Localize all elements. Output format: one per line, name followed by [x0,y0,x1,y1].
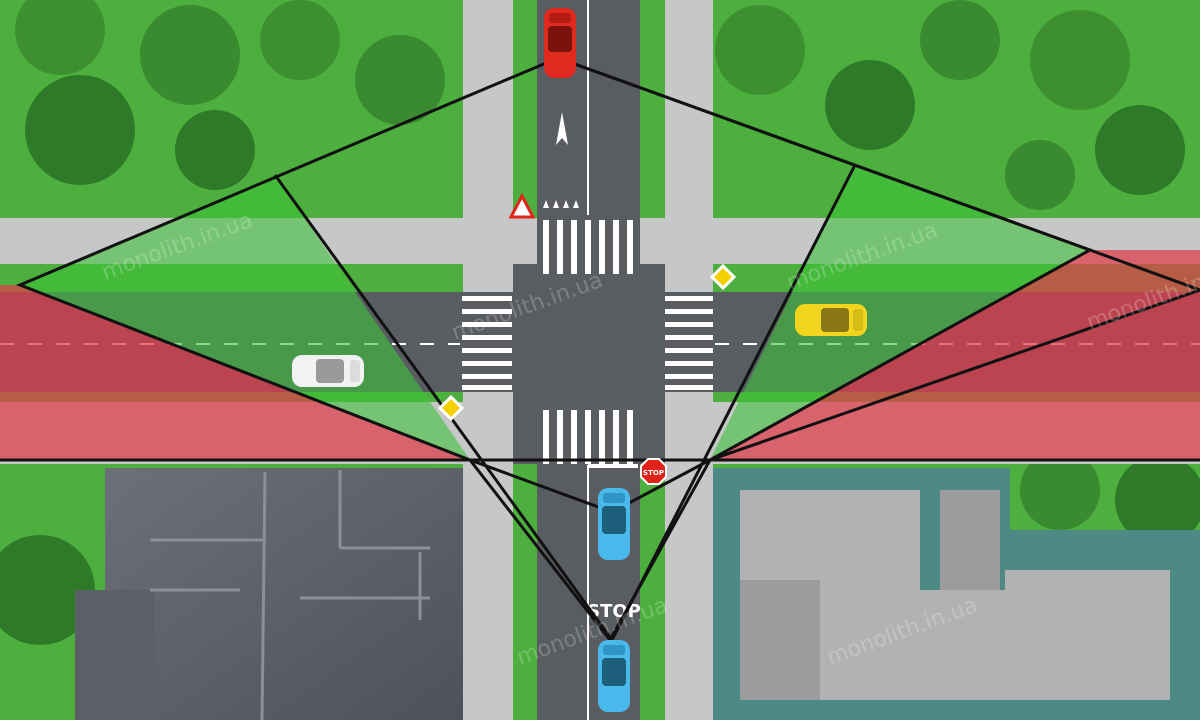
car-blue-front [598,488,630,560]
car-red [544,8,576,78]
lane-arrow-marking [556,112,568,145]
building-right [713,468,1200,720]
visibility-zones [20,165,1090,460]
danger-zones [0,250,1200,460]
yield-sign [508,192,536,219]
yield-line-markings [543,200,579,208]
priority-road-sign-left [437,394,465,422]
car-blue-rear [598,640,630,712]
building-left [75,468,463,720]
car-yellow [795,304,867,336]
priority-road-sign-right [709,263,737,291]
stop-sign: STOP [640,458,667,485]
car-white [292,355,364,387]
stop-sign-text: STOP [643,469,664,477]
crosswalks [462,112,713,464]
